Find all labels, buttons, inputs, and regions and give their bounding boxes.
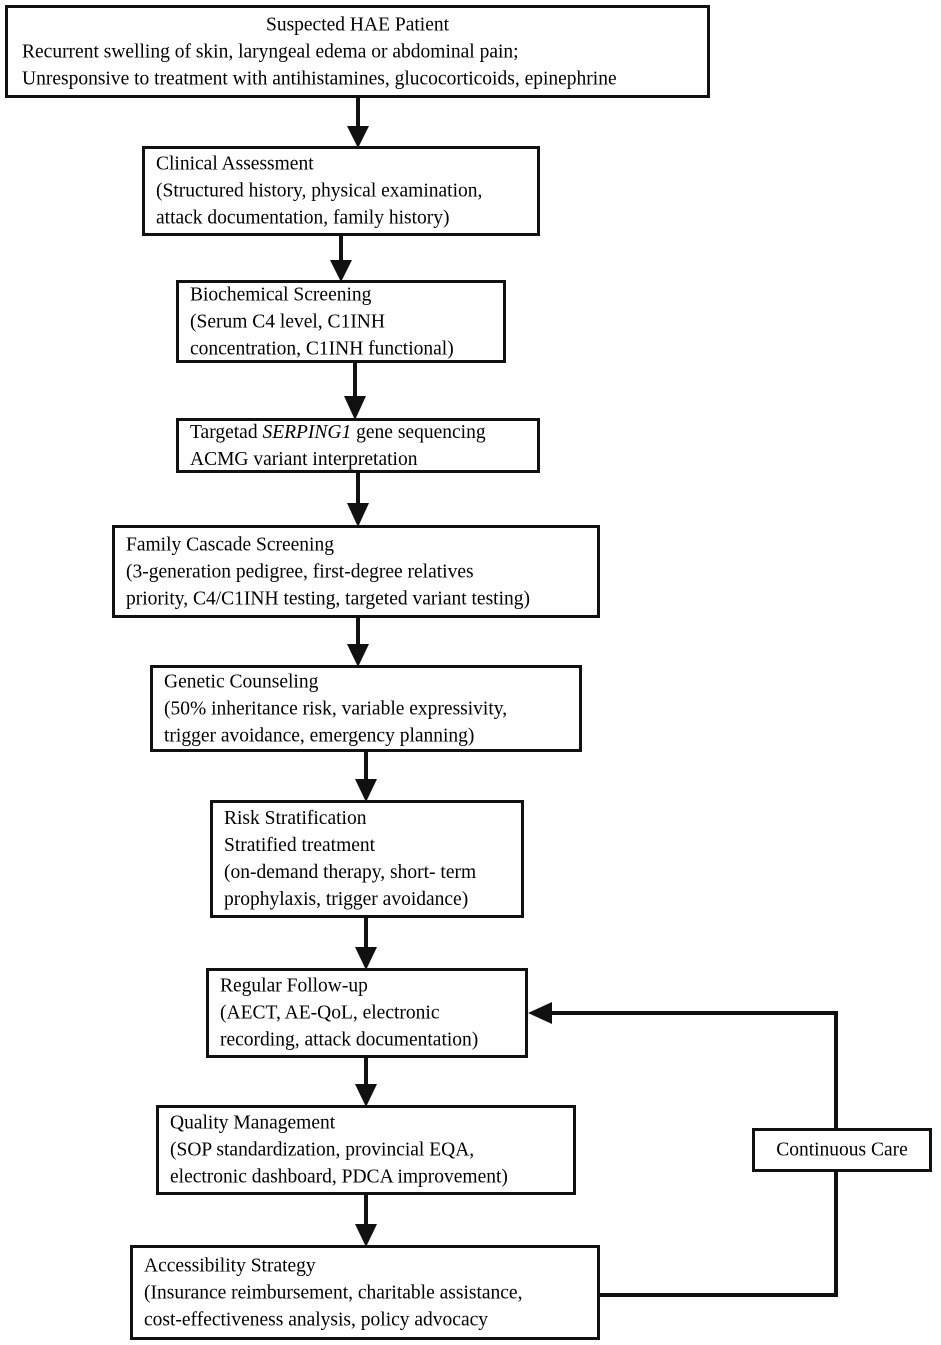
- node-line-3: attack documentation, family history): [156, 207, 450, 229]
- node-line-1: Continuous Care: [776, 1139, 908, 1161]
- arrowhead-down-4: [347, 503, 369, 527]
- node-line-3: concentration, C1INH functional): [190, 338, 454, 359]
- node-line-1: Suspected HAE Patient: [265, 14, 450, 35]
- node-line-3: cost-effectiveness analysis, policy advo…: [144, 1309, 489, 1330]
- node-line-1: Genetic Counseling: [164, 671, 319, 692]
- node-text-block: Clinical Assessment (Structured history,…: [156, 151, 531, 232]
- node-line-2: Recurrent swelling of skin, laryngeal ed…: [22, 41, 519, 62]
- node-regular-followup[interactable]: Regular Follow-up (AECT, AE-QoL, electro…: [206, 968, 528, 1058]
- gene-line-suffix: gene sequencing: [351, 421, 486, 443]
- node-accessibility-strategy[interactable]: Accessibility Strategy (Insurance reimbu…: [130, 1245, 600, 1340]
- node-line-2: Stratified treatment: [224, 835, 376, 856]
- node-text-block: Targetad SERPING1 gene sequencing ACMG v…: [190, 419, 531, 473]
- node-text-block: Risk Stratification Stratified treatment…: [224, 805, 515, 913]
- gene-line-prefix: Targetad: [190, 421, 263, 443]
- node-line-1: Clinical Assessment: [156, 153, 314, 175]
- node-text-block: Family Cascade Screening (3-generation p…: [126, 531, 591, 612]
- node-line-1: Quality Management: [170, 1112, 336, 1134]
- node-line-1: Risk Stratification: [224, 808, 367, 829]
- arrowhead-down-3: [344, 396, 366, 420]
- node-risk-stratification[interactable]: Risk Stratification Stratified treatment…: [210, 800, 524, 918]
- node-line-2: ACMG variant interpretation: [190, 448, 418, 470]
- node-text-block: Regular Follow-up (AECT, AE-QoL, electro…: [220, 973, 519, 1054]
- node-gene-sequencing[interactable]: Targetad SERPING1 gene sequencing ACMG v…: [176, 418, 540, 473]
- gene-name-serping1: SERPING1: [262, 421, 352, 443]
- arrowhead-down-5: [347, 644, 369, 667]
- node-text-block: Accessibility Strategy (Insurance reimbu…: [144, 1252, 591, 1333]
- node-line-2: (50% inheritance risk, variable expressi…: [164, 698, 508, 719]
- node-line-2: (Structured history, physical examinatio…: [156, 180, 483, 202]
- node-text-block: Continuous Care: [755, 1137, 929, 1164]
- arrowhead-down-1: [347, 126, 369, 148]
- node-line-3: priority, C4/C1INH testing, targeted var…: [126, 588, 531, 609]
- node-line-2: (Serum C4 level, C1INH: [190, 311, 385, 332]
- node-text-block: Suspected HAE Patient Recurrent swelling…: [8, 11, 707, 92]
- node-biochemical-screening[interactable]: Biochemical Screening (Serum C4 level, C…: [176, 280, 506, 363]
- node-line-2: (AECT, AE-QoL, electronic: [220, 1002, 440, 1024]
- arrowhead-down-6: [355, 779, 377, 802]
- node-text-block: Biochemical Screening (Serum C4 level, C…: [190, 281, 497, 362]
- node-line-1: Accessibility Strategy: [144, 1255, 316, 1276]
- node-line-3: Unresponsive to treatment with antihista…: [22, 68, 617, 89]
- node-line-1: Regular Follow-up: [220, 975, 368, 997]
- node-line-4: prophylaxis, trigger avoidance): [224, 889, 469, 910]
- node-line-1: Targetad SERPING1 gene sequencing: [190, 419, 531, 446]
- node-suspected-hae-patient[interactable]: Suspected HAE Patient Recurrent swelling…: [5, 5, 710, 98]
- node-line-3: recording, attack documentation): [220, 1029, 479, 1051]
- node-line-3: (on-demand therapy, short- term: [224, 862, 477, 883]
- node-line-2: (SOP standardization, provincial EQA,: [170, 1139, 475, 1161]
- arrowhead-down-9: [355, 1224, 377, 1247]
- node-line-2: (3-generation pedigree, first-degree rel…: [126, 561, 474, 582]
- node-text-block: Genetic Counseling (50% inheritance risk…: [164, 668, 573, 749]
- node-line-1: Biochemical Screening: [190, 284, 372, 305]
- node-line-3: electronic dashboard, PDCA improvement): [170, 1166, 508, 1188]
- node-line-1: Family Cascade Screening: [126, 534, 334, 555]
- node-genetic-counseling[interactable]: Genetic Counseling (50% inheritance risk…: [150, 665, 582, 752]
- arrowhead-down-2: [330, 260, 352, 282]
- node-line-2: (Insurance reimbursement, charitable ass…: [144, 1282, 523, 1303]
- node-line-3: trigger avoidance, emergency planning): [164, 725, 475, 746]
- node-text-block: Quality Management (SOP standardization,…: [170, 1110, 567, 1191]
- arrowhead-down-8: [355, 1084, 377, 1107]
- node-clinical-assessment[interactable]: Clinical Assessment (Structured history,…: [142, 146, 540, 236]
- node-quality-management[interactable]: Quality Management (SOP standardization,…: [156, 1105, 576, 1195]
- node-family-cascade-screening[interactable]: Family Cascade Screening (3-generation p…: [112, 525, 600, 618]
- node-continuous-care[interactable]: Continuous Care: [752, 1128, 932, 1172]
- arrowhead-left-feedback: [528, 1002, 552, 1024]
- arrowhead-down-7: [355, 947, 377, 970]
